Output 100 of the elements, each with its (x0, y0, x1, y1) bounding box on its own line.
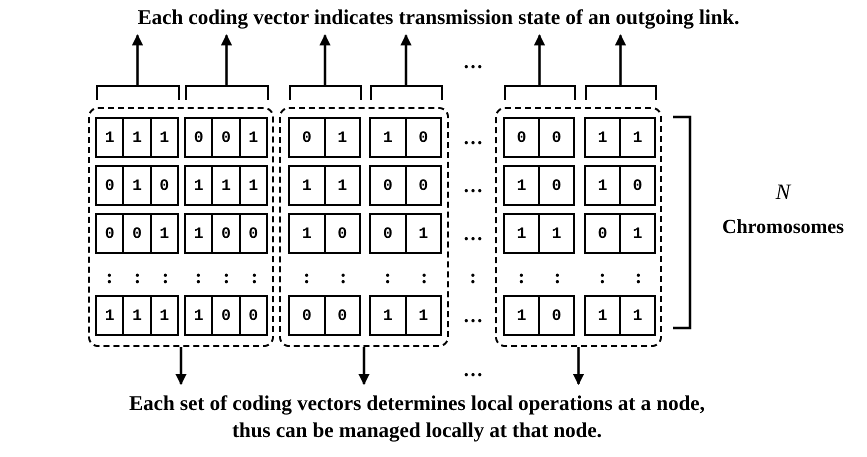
bit-digit: 0 (417, 128, 430, 148)
bit-digit: 1 (158, 306, 170, 326)
bracket (504, 85, 576, 100)
vertical-ellipsis: : (106, 267, 113, 287)
arrow (614, 34, 626, 85)
bit-digit: 1 (632, 224, 644, 244)
bit-digit: 0 (213, 119, 241, 156)
coding-vector (584, 295, 656, 336)
bit-digit: 1 (213, 167, 241, 204)
bit-digit: 1 (124, 119, 152, 156)
coding-vector (288, 117, 361, 158)
coding-vector (95, 165, 179, 206)
bit-digit: 1 (97, 297, 124, 334)
bit-digit: 1 (417, 306, 430, 326)
coding-vector (503, 165, 575, 206)
bit-digit: 0 (248, 306, 260, 326)
bit-digit: 0 (290, 119, 326, 156)
vertical-ellipsis: : (470, 267, 476, 287)
bit-digit: 1 (248, 128, 260, 148)
arrow (132, 34, 144, 85)
bit-digit: 1 (632, 306, 644, 326)
ellipsis: … (463, 306, 483, 326)
ellipsis: … (463, 224, 483, 244)
coding-vector (288, 295, 361, 336)
bracket (96, 85, 180, 100)
bit-digit: 0 (248, 224, 260, 244)
bit-digit: 1 (505, 215, 540, 252)
vertical-ellipsis: : (195, 267, 202, 287)
coding-vector (369, 117, 442, 158)
bit-digit: 1 (586, 297, 621, 334)
bit-digit: 1 (290, 167, 326, 204)
coding-vector (95, 117, 179, 158)
bit-digit: 0 (371, 167, 406, 204)
coding-vector (503, 295, 575, 336)
bit-digit: 1 (97, 119, 124, 156)
vertical-ellipsis: : (384, 267, 392, 287)
coding-vector (95, 295, 179, 336)
dashed-group-box (88, 107, 274, 347)
bracket (584, 85, 656, 100)
arrow (175, 347, 187, 386)
bit-digit: 1 (550, 224, 562, 244)
bit-digit: 0 (213, 297, 241, 334)
variable-label: N (776, 181, 790, 203)
bit-digit: 1 (336, 128, 348, 148)
vertical-ellipsis: : (251, 267, 258, 287)
coding-vector (184, 117, 268, 158)
vertical-ellipsis: : (420, 267, 428, 287)
bit-digit: 0 (186, 119, 214, 156)
bit-digit: 1 (371, 297, 406, 334)
bit-digit: 1 (124, 167, 152, 204)
arrow (220, 34, 232, 85)
bracket (288, 85, 362, 100)
vertical-ellipsis: : (635, 267, 642, 287)
bit-digit: 0 (158, 176, 170, 196)
ellipsis: … (463, 128, 483, 148)
caption-text: Each set of coding vectors determines local operations at a node, thus can be managed locally at that node. (122, 390, 712, 445)
coding-vector (184, 213, 268, 254)
bit-digit: 0 (505, 119, 540, 156)
ellipsis: … (463, 52, 483, 72)
vertical-ellipsis: : (162, 267, 169, 287)
arrow (534, 34, 546, 85)
ellipsis: … (463, 360, 483, 380)
arrow (319, 34, 331, 85)
bit-digit: 0 (371, 215, 406, 252)
bit-digit: 1 (371, 119, 406, 156)
bit-digit: 0 (336, 224, 348, 244)
bracket (370, 85, 442, 100)
vertical-ellipsis: : (554, 267, 561, 287)
coding-vector (95, 213, 179, 254)
bit-digit: 1 (586, 119, 621, 156)
vertical-ellipsis: : (340, 267, 347, 287)
bit-digit: 0 (97, 167, 124, 204)
bit-digit: 1 (290, 215, 326, 252)
vertical-ellipsis: : (599, 267, 606, 287)
vertical-ellipsis: : (223, 267, 230, 287)
coding-vector (584, 213, 656, 254)
ellipsis: … (463, 176, 483, 196)
bit-digit: 1 (186, 297, 214, 334)
bit-digit: 1 (186, 215, 214, 252)
coding-vector (288, 165, 361, 206)
arrow (572, 347, 584, 386)
vertical-ellipsis: : (518, 267, 525, 287)
bit-digit: 0 (213, 215, 241, 252)
bit-digit: 0 (417, 176, 430, 196)
coding-vector (184, 295, 268, 336)
dashed-group-box (495, 107, 662, 347)
bit-digit: 1 (505, 167, 540, 204)
coding-vector (369, 165, 442, 206)
coding-vector (184, 165, 268, 206)
bit-digit: 1 (336, 176, 348, 196)
bit-digit: 1 (248, 176, 260, 196)
bit-digit: 0 (336, 306, 348, 326)
bit-digit: 1 (186, 167, 214, 204)
bit-digit: 0 (124, 215, 152, 252)
arrow (400, 34, 412, 85)
coding-vector (369, 213, 442, 254)
bit-digit: 1 (158, 224, 170, 244)
bit-digit: 0 (550, 128, 562, 148)
bit-digit: 0 (632, 176, 644, 196)
bracket (184, 85, 268, 100)
